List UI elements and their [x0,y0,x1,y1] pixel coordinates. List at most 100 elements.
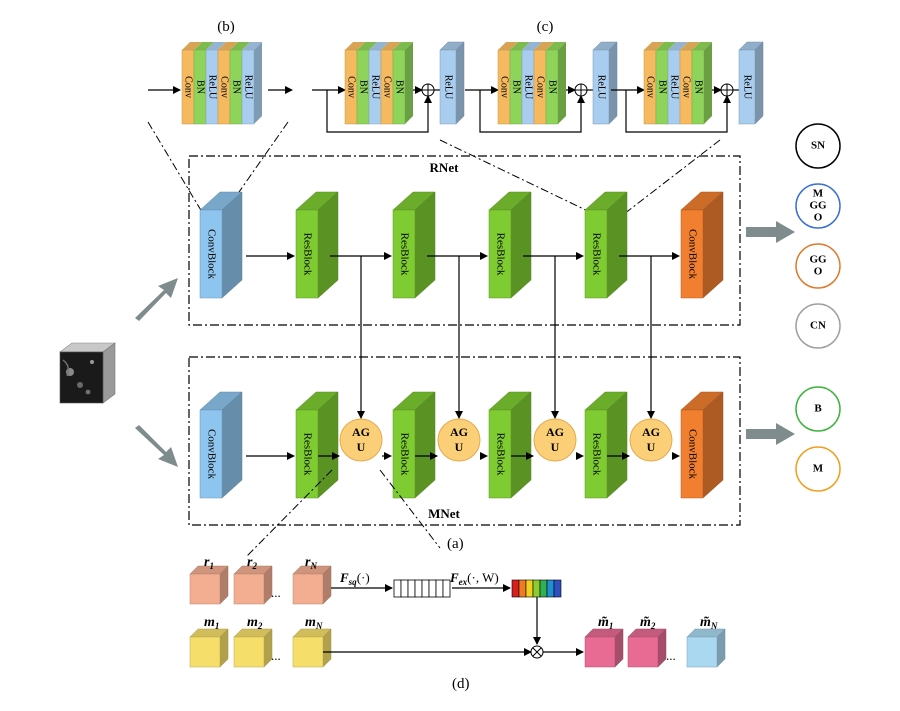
connector-b-left [147,121,203,213]
layer-relu-label: ReLU [523,75,534,100]
feature-r1 [189,565,229,605]
feature-r2 [233,565,273,605]
connector-agu-left [246,469,333,557]
mnet-resblock: ResBlock [392,391,436,499]
mnet-convblock: ConvBlock [199,391,243,499]
resblock-label: ResBlock [301,433,313,476]
outputs_rnet-class-3: CN [795,303,841,349]
r-ellipsis: ... [271,585,281,600]
layer-bn-label: BN [547,80,558,94]
outputs_rnet-class-label: M [813,188,824,200]
rN-label: rN [305,555,317,571]
r1-label: r1 [204,555,214,571]
rnet-convblock-label: ConvBlock [205,229,217,280]
feature-mt1 [584,628,624,668]
agu-label-line1: AG [352,425,370,439]
agu-node: AGU [629,418,673,462]
outputs_rnet-class-label: CN [810,320,826,332]
agu-node: AGU [437,418,481,462]
resblock-label: ResBlock [398,233,410,276]
relu-block-label: ReLU [742,75,753,100]
skip-connection [326,90,432,133]
skip-connection [479,90,585,133]
mnet-final-convblock-label: ConvBlock [686,429,698,480]
feature-mt2 [627,628,667,668]
layer-conv-label: Conv [645,76,656,98]
outputs_rnet-class-label: O [814,212,823,224]
layer-bn-label: BN [195,80,206,94]
resblock-label: ResBlock [494,433,506,476]
feature-m1 [189,628,229,668]
mt-ellipsis: ... [666,648,676,663]
mnet-output-classes: BM [795,386,841,492]
r2-label: r2 [247,555,257,571]
layer-conv-label: Conv [535,76,546,98]
mnet-resblock: ResBlock [584,391,628,499]
excitation-vector [511,579,562,598]
agu-label-line2: U [357,440,366,454]
outputs_mnet-class-0: B [795,386,841,432]
layer-conv-label: Conv [382,76,393,98]
rnet-final-convblock-label: ConvBlock [686,229,698,280]
mnet-convblock-label: ConvBlock [205,429,217,480]
layer-relu-label: ReLU [243,75,254,100]
layer-conv-label: Conv [183,76,194,98]
feature-rN [292,565,332,605]
agu-label-line1: AG [546,425,564,439]
label-a: (a) [447,536,464,552]
fsq-label: Fsq(·) [339,570,370,587]
outputs_mnet-class-label: M [813,463,824,475]
layer-conv-label: Conv [346,76,357,98]
outputs_rnet-class-label: GG [809,200,827,212]
outputs_rnet-class-0: SN [795,123,841,169]
attention-arrows [357,256,655,419]
connector-agu-right [379,469,441,549]
mnet-blocks: ConvBlock ResBlock ResBlock ResBlock ResBloc… [199,391,724,499]
mt2-label: m̃2 [640,615,656,631]
arrow-input-to-rnet [135,278,178,321]
rnet-resblock: ResBlock [488,191,532,299]
agu-label-line2: U [647,440,656,454]
arrow-rnet-to-outputs [746,221,795,243]
resblock-label: ResBlock [398,433,410,476]
layer-conv-label: Conv [681,76,692,98]
agu-node: AGU [533,418,577,462]
rnet-label: RNet [430,160,460,175]
label-b: (b) [217,19,235,35]
skip-connection [625,90,731,133]
outputs_mnet-class-label: B [814,403,822,415]
relu-block: ReLU [738,41,764,125]
layer-bn-label: BN [394,80,405,94]
layer-bn-label: BN [358,80,369,94]
mnet-resblock: ResBlock [295,391,339,499]
outputs_mnet-class-1: M [795,446,841,492]
m1-label: m1 [204,615,219,631]
connector-c-right [623,139,721,215]
rnet-resblock: ResBlock [584,191,628,299]
multiply-icon [530,645,544,659]
agu-label-line2: U [455,440,464,454]
mnet-resblock: ResBlock [488,391,532,499]
mnet-final-convblock [680,391,724,499]
arrow-input-to-mnet [135,425,178,467]
sum-icon [574,83,588,97]
feature-mtN [686,628,726,668]
layer-bn-label: BN [693,80,704,94]
agu-label-line1: AG [450,425,468,439]
arrow-mnet-to-outputs [746,423,795,445]
outputs_rnet-class-label: GG [809,254,827,266]
layer-conv-label: Conv [499,76,510,98]
layer-bn-label: BN [231,80,242,94]
